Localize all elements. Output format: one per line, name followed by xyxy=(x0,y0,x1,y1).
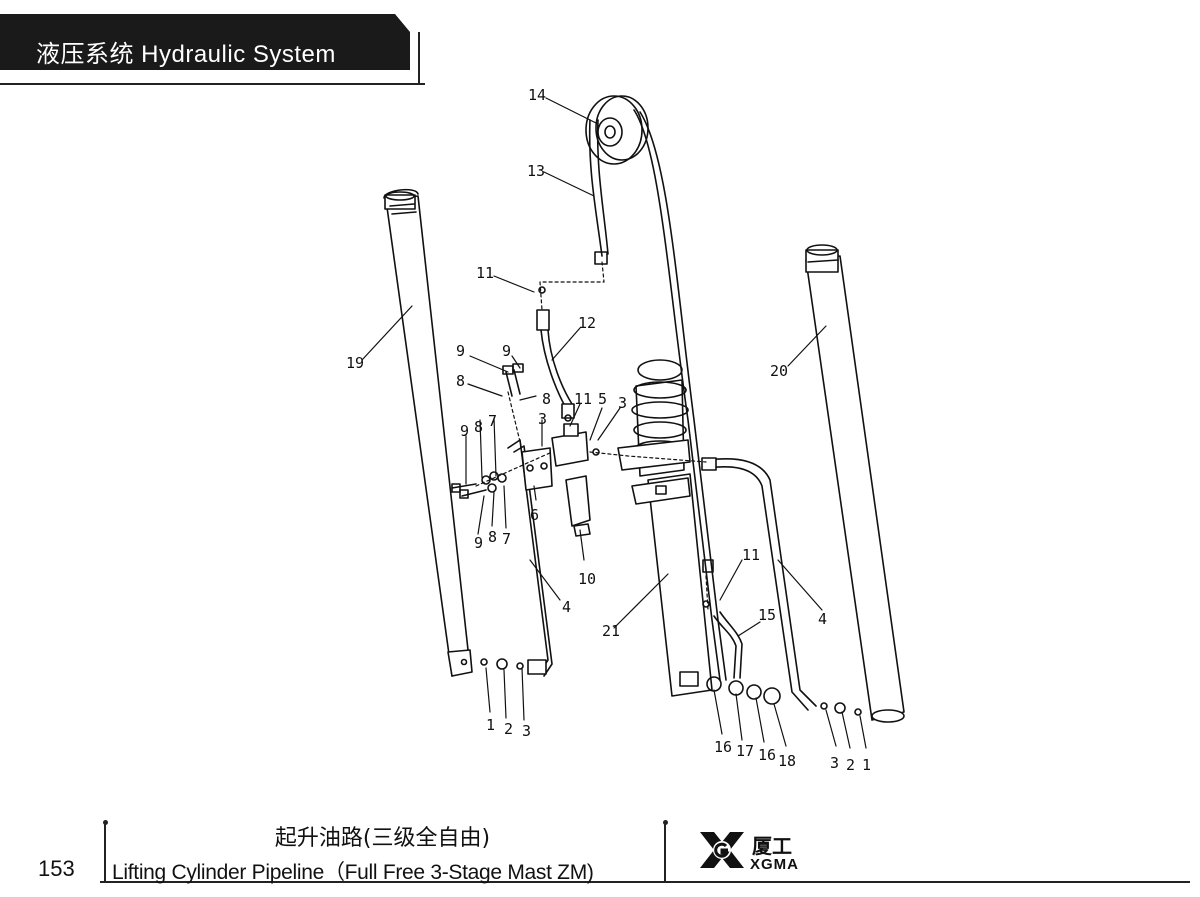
header-underline xyxy=(0,83,425,85)
callout-9: 9 xyxy=(474,534,483,552)
callout-8: 8 xyxy=(542,390,551,408)
hose-4-right xyxy=(701,457,817,711)
assembly-lines xyxy=(475,261,709,611)
callout-20: 20 xyxy=(770,362,788,380)
callout-4: 4 xyxy=(818,610,827,628)
valve-block xyxy=(521,423,591,537)
callout-5: 5 xyxy=(598,390,607,408)
callout-1: 1 xyxy=(486,716,495,734)
callout-numbers: 14 13 11 12 19 9 9 8 8 11 5 3 3 9 8 7 6 … xyxy=(346,86,871,774)
callout-2: 2 xyxy=(504,720,513,738)
callout-16: 16 xyxy=(758,746,776,764)
callout-8: 8 xyxy=(474,418,483,436)
callout-21: 21 xyxy=(602,622,620,640)
page-number: 153 xyxy=(38,856,75,881)
section-header: 液压系统 Hydraulic System xyxy=(0,14,425,85)
fasteners xyxy=(451,286,862,716)
callout-19: 19 xyxy=(346,354,364,372)
cylinder-21 xyxy=(617,359,713,697)
footer-separator-left xyxy=(104,824,106,882)
brand-chinese: 厦工 xyxy=(752,834,792,858)
callout-1: 1 xyxy=(862,756,871,774)
callout-13: 13 xyxy=(527,162,545,180)
footer-separator-right xyxy=(664,824,666,882)
hose-13 xyxy=(588,119,609,265)
callout-4: 4 xyxy=(562,598,571,616)
pulley-14 xyxy=(585,95,649,165)
callout-9: 9 xyxy=(460,422,469,440)
hose-main xyxy=(633,109,727,681)
header-corner xyxy=(410,32,420,85)
xgma-logo-icon xyxy=(700,832,744,868)
callout-18: 18 xyxy=(778,752,796,770)
callout-11: 11 xyxy=(476,264,494,282)
hose-4-left xyxy=(507,439,553,677)
callout-3: 3 xyxy=(830,754,839,772)
callout-3: 3 xyxy=(538,410,547,428)
leader-lines xyxy=(361,97,867,749)
callout-9: 9 xyxy=(456,342,465,360)
footer-rule xyxy=(100,881,1190,883)
cylinder-20 xyxy=(805,244,905,723)
caption-chinese: 起升油路(三级全自由) xyxy=(274,826,491,851)
brand-english: XGMA xyxy=(750,856,799,873)
hose-15 xyxy=(713,611,743,679)
callout-11: 11 xyxy=(742,546,760,564)
callout-10: 10 xyxy=(578,570,596,588)
callout-16: 16 xyxy=(714,738,732,756)
callout-7: 7 xyxy=(488,412,497,430)
footer-separator-right-dot xyxy=(663,820,668,825)
cylinder-19 xyxy=(383,188,473,677)
callout-8: 8 xyxy=(488,528,497,546)
callout-12: 12 xyxy=(578,314,596,332)
header-band xyxy=(0,14,410,70)
footer-separator-left-dot xyxy=(103,820,108,825)
callout-2: 2 xyxy=(846,756,855,774)
callout-6: 6 xyxy=(530,506,539,524)
callout-9: 9 xyxy=(502,342,511,360)
callout-7: 7 xyxy=(502,530,511,548)
callout-3: 3 xyxy=(522,722,531,740)
hose-12 xyxy=(536,309,575,419)
caption-english: Lifting Cylinder Pipeline（Full Free 3-St… xyxy=(112,861,594,884)
callout-15: 15 xyxy=(758,606,776,624)
callout-11: 11 xyxy=(574,390,592,408)
callout-3: 3 xyxy=(618,394,627,412)
callout-8: 8 xyxy=(456,372,465,390)
callout-14: 14 xyxy=(528,86,546,104)
callout-17: 17 xyxy=(736,742,754,760)
header-title: 液压系统 Hydraulic System xyxy=(36,41,336,68)
